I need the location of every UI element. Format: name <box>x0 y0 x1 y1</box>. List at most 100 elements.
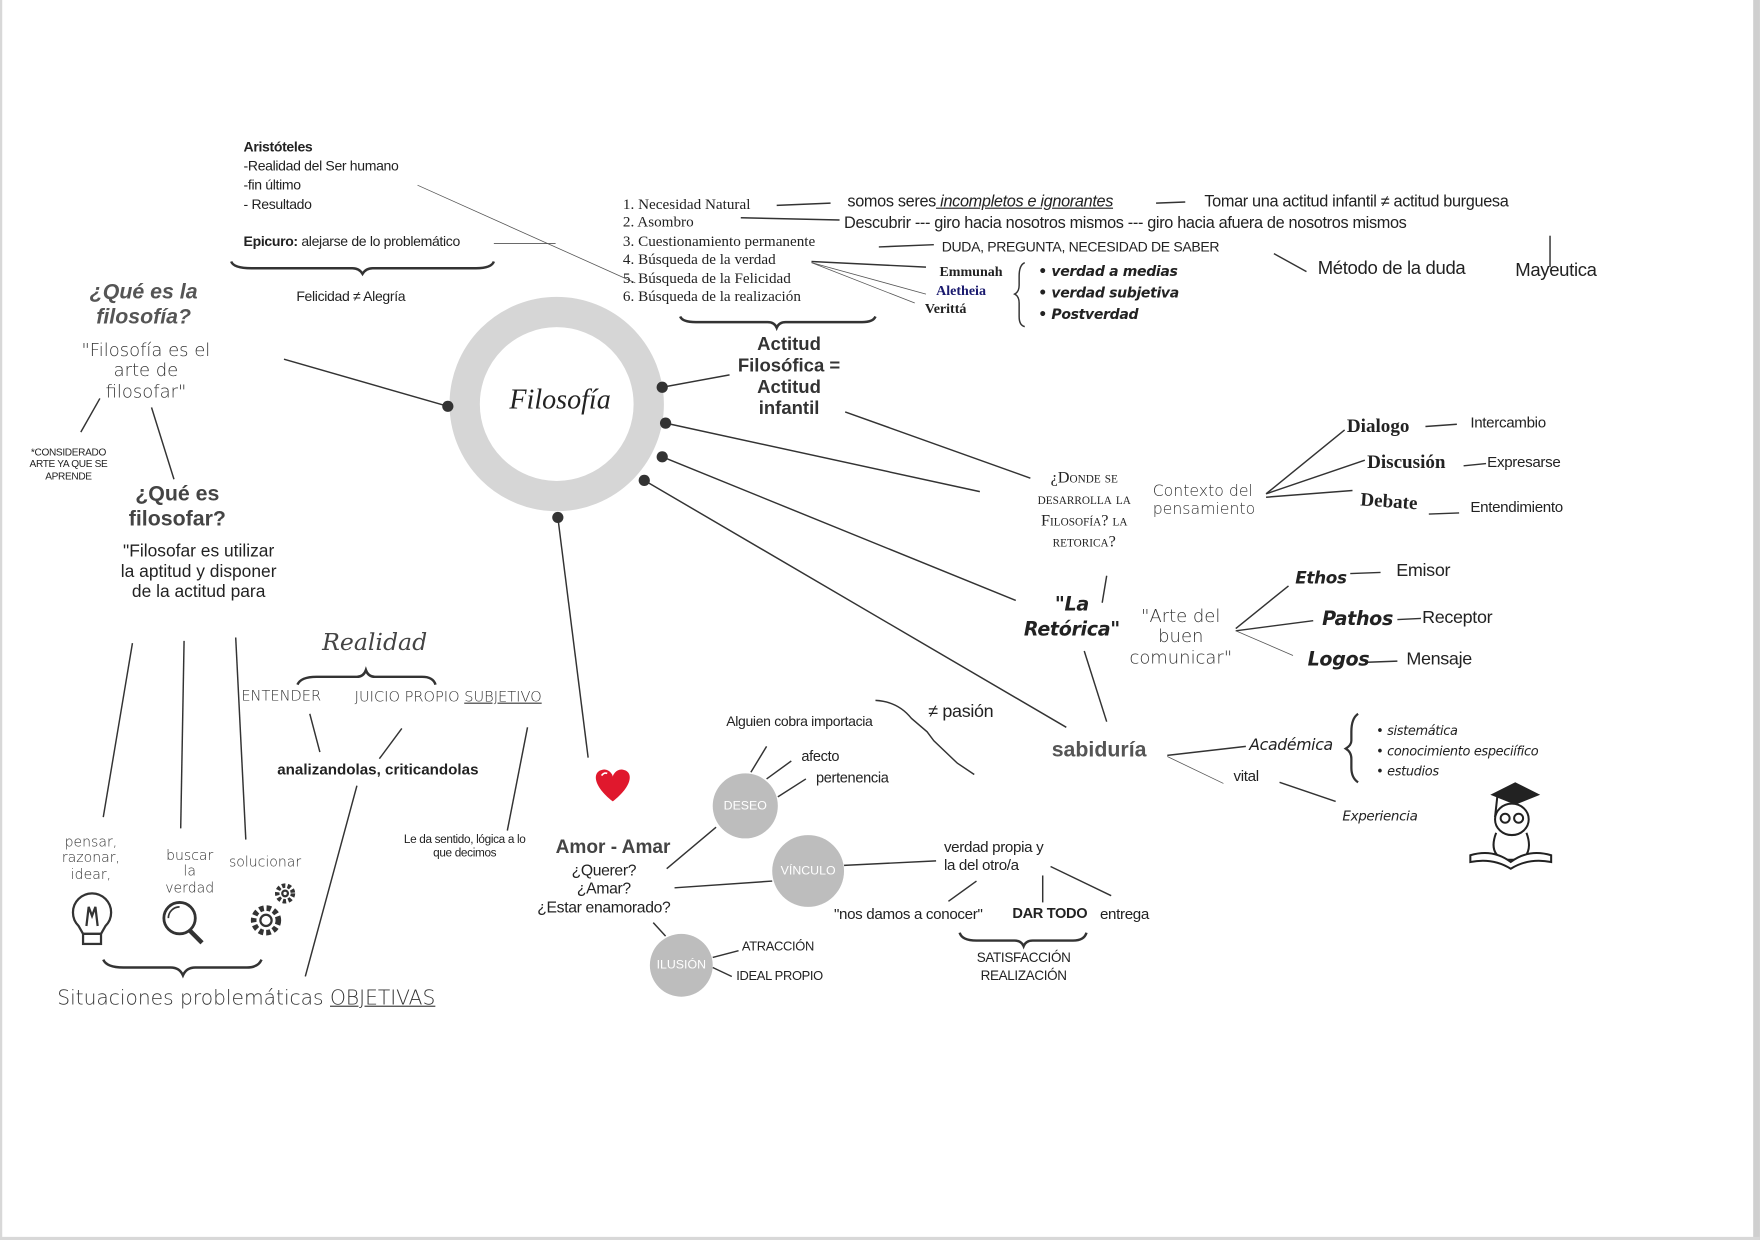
gears-icon <box>250 883 296 936</box>
belonging: pertenencia <box>815 768 889 786</box>
attitude-item: 1. Necesidad Natural <box>622 195 751 213</box>
truth-type-text: Postverdad <box>1051 305 1139 323</box>
attitude-item: 5. Búsqueda de la Felicidad <box>622 269 791 287</box>
where-philosophy-develops: ¿Donde se desarrolla la Filosofía? la re… <box>1037 469 1131 551</box>
gives-meaning: Le da sentido, lógica a lo que decimos <box>403 832 526 860</box>
aristotle-title: Aristóteles <box>243 139 313 155</box>
mode-debate-meaning: Entendimiento <box>1470 498 1563 516</box>
context-of-thought: Contexto del pensamiento <box>1152 482 1256 519</box>
owl-icon <box>1469 782 1553 870</box>
mode-dialogue-meaning: Intercambio <box>1470 414 1546 432</box>
not-passion: ≠ pasión <box>928 702 994 722</box>
term-emmunah: Emmunah <box>939 263 1003 280</box>
truth-type: • verdad subjetiva <box>1038 283 1179 301</box>
experience: Experiencia <box>1342 808 1418 824</box>
wisdom-title: sabiduría <box>1051 738 1147 763</box>
someone-matters: Alguien cobra importacia <box>726 713 873 730</box>
truth-type: • Postverdad <box>1038 305 1139 323</box>
truth-type-text: verdad subjetiva <box>1051 283 1179 301</box>
term-veritta: Verittá <box>924 300 967 317</box>
attitude-item: 3. Cuestionamiento permanente <box>622 232 816 250</box>
love-question: ¿Estar enamorado? <box>537 897 671 916</box>
braces <box>102 260 1359 979</box>
art-of-communicating: "Arte del buen comunicar" <box>1129 604 1233 668</box>
incomplete-beings: somos seres incompletos e ignorantes <box>847 193 1113 212</box>
epicurus-text: alejarse de lo problemático <box>297 233 460 250</box>
analyzing-criticizing: analizandolas, criticandolas <box>277 760 479 778</box>
central-ring <box>449 296 664 512</box>
heart-icon <box>595 769 630 802</box>
truth-type: • verdad a medias <box>1038 262 1178 280</box>
problem-situations-text: Situaciones problemáticas <box>57 986 331 1011</box>
page-border-right <box>1753 0 1760 1240</box>
aristotle-item: -Realidad del Ser humano <box>243 158 399 174</box>
answer-philosophizing: "Filosofar es utilizar la aptitud y disp… <box>120 542 277 602</box>
discover-turn: Descubrir --- giro hacia nosotros mismos… <box>844 214 1407 233</box>
rhetoric-title: "La Retórica" <box>1023 593 1120 641</box>
ring-dots <box>442 381 672 524</box>
we-reveal-ourselves: "nos damos a conocer" <box>833 905 983 923</box>
verb-seek-truth: buscar la verdad <box>165 846 215 896</box>
mode-dialogue: Dialogo <box>1346 415 1410 437</box>
reality-title: Realidad <box>322 628 428 656</box>
maieutics: Mayeutica <box>1515 260 1597 281</box>
academic-bullet: • estudios <box>1376 763 1439 779</box>
academic-bullet: • conocimiento especiífico <box>1376 743 1539 759</box>
appeal-ethos-meaning: Emisor <box>1396 561 1451 581</box>
central-topic: Filosofía <box>509 384 611 416</box>
truth-type-text: verdad a medias <box>1051 262 1178 280</box>
incomplete-ignorant-text: incompletos e ignorantes <box>935 193 1114 212</box>
mode-debate: Debate <box>1359 488 1419 514</box>
wisdom-academic: Académica <box>1249 736 1333 755</box>
we-are-text: somos seres <box>847 193 936 212</box>
affection: afecto <box>801 747 840 765</box>
academic-bullet: • sistemática <box>1376 722 1458 739</box>
appeal-ethos: Ethos <box>1295 567 1347 589</box>
academic-bullet-text: estudios <box>1387 763 1439 779</box>
node-desire: DESEO <box>712 773 778 839</box>
appeal-pathos: Pathos <box>1322 608 1393 631</box>
term-aletheia: Aletheia <box>936 282 986 299</box>
own-and-others-truth: verdad propia y la del otro/a <box>943 838 1044 873</box>
mode-discussion: Discusión <box>1367 451 1446 473</box>
philosophical-attitude-title: Actitud Filosófica = Actitud infantil <box>737 334 841 419</box>
own-judgment-label: JUICIO PROPIO SUBJETIVO <box>354 689 542 707</box>
epicurus-line: Epicuro: alejarse de lo problemático <box>244 233 461 250</box>
doubt-question: DUDA, PREGUNTA, NECESIDAD DE SABER <box>941 239 1220 255</box>
own-ideal: IDEAL PROPIO <box>736 969 823 984</box>
subjective-label: SUBJETIVO <box>464 689 542 706</box>
attitude-item: 6. Búsqueda de la realización <box>622 287 801 305</box>
happiness-vs-joy: Felicidad ≠ Alegría <box>296 288 406 305</box>
appeal-pathos-meaning: Receptor <box>1422 608 1493 628</box>
node-illusion: ILUSIÓN <box>649 933 713 997</box>
love-title: Amor - Amar <box>555 836 671 858</box>
wisdom-vital: vital <box>1233 767 1260 785</box>
answer-philosophy-art: "Filosofía es el arte de filosofar" <box>81 338 211 402</box>
lightbulb-icon <box>71 892 113 946</box>
mode-discussion-meaning: Expresarse <box>1487 453 1561 471</box>
academic-bullet-text: conocimiento especiífico <box>1387 743 1539 759</box>
understand-label: ENTENDER <box>241 688 322 705</box>
appeal-logos: Logos <box>1307 648 1370 672</box>
note-considered-art: *CONSIDERADO ARTE YA QUE SE APRENDE <box>29 446 108 482</box>
page-border-left <box>0 0 3 1240</box>
love-question: ¿Amar? <box>576 878 631 897</box>
question-what-is-philosophy: ¿Qué es la filosofía? <box>89 280 198 329</box>
academic-bullet-text: sistemática <box>1387 722 1458 739</box>
attitude-item: 4. Búsqueda de la verdad <box>622 250 776 268</box>
verb-think: pensar, razonar, idear, <box>61 832 120 882</box>
aristotle-item: -fin último <box>243 177 301 194</box>
attitude-item: 2. Asombro <box>622 213 694 231</box>
problem-situations: Situaciones problemáticas OBJETIVAS <box>57 986 436 1011</box>
own-judgment-text: JUICIO PROPIO <box>354 689 465 706</box>
objective-label: OBJETIVAS <box>330 986 436 1011</box>
surrender: entrega <box>1099 905 1149 923</box>
love-question: ¿Querer? <box>571 860 637 879</box>
childlike-vs-bourgeois: Tomar una actitud infantil ≠ actitud bur… <box>1204 193 1509 212</box>
method-of-doubt: Método de la duda <box>1317 258 1466 279</box>
give-everything: DAR TODO <box>1012 904 1088 922</box>
magnifier-icon <box>162 901 204 945</box>
attraction: ATRACCIÓN <box>741 940 814 955</box>
